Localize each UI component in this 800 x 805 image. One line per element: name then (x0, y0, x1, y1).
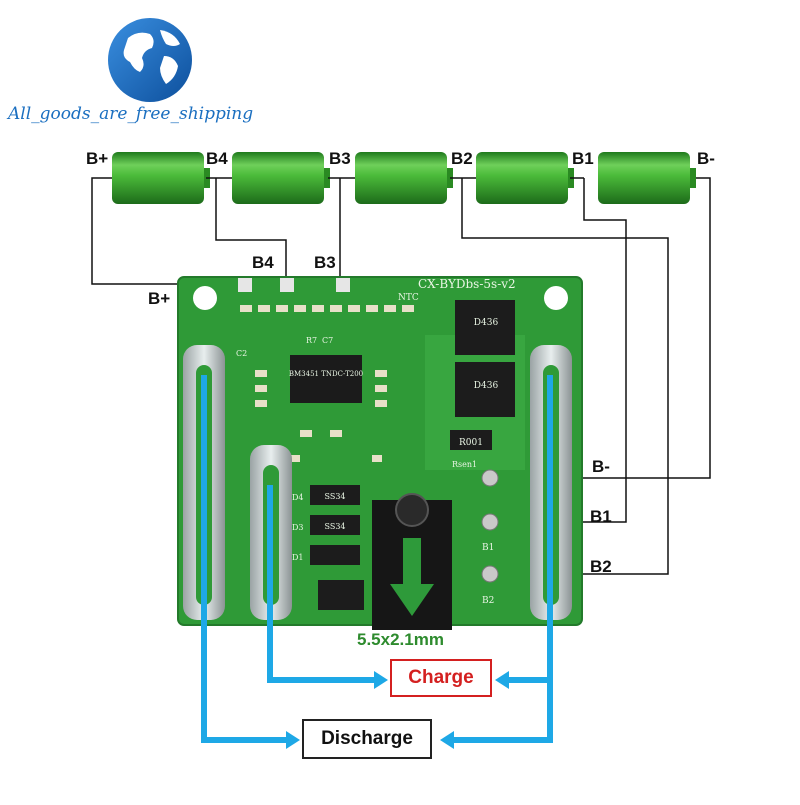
globe-logo (108, 18, 192, 102)
battery-label-b2: B2 (451, 149, 473, 168)
pad-b2-silk: B2 (482, 596, 494, 606)
mosfet-2-marking: D436 (474, 381, 499, 391)
balance-wires (91, 177, 711, 575)
charge-label-box: Charge (390, 659, 492, 697)
pad-label-b2: B2 (590, 557, 612, 576)
ntc-silk: NTC (398, 293, 419, 303)
c7-silk: C7 (322, 336, 333, 345)
rsen-silk: Rsen1 (452, 460, 477, 469)
board-label-b3: B3 (314, 253, 336, 272)
dc-jack-arrow (390, 538, 434, 616)
watermark-text: All_goods_are_free_shipping (8, 104, 254, 124)
d1-silk: D1 (292, 553, 304, 562)
battery-cell-2 (232, 152, 330, 204)
battery-label-b1: B1 (572, 149, 594, 168)
dc-jack-size-label: 5.5x2.1mm (357, 630, 444, 649)
board-name-silk: CX-BYDbs-5s-v2 (418, 277, 516, 291)
d4-silk: D4 (292, 493, 304, 502)
battery-label-bplus: B+ (86, 149, 109, 168)
d3-silk: D3 (292, 523, 304, 532)
pad-label-bminus: B- (592, 457, 610, 476)
board-label-b4: B4 (252, 253, 274, 272)
diode-marking: SS34 (325, 522, 346, 531)
mosfet-1-marking: D436 (474, 318, 499, 328)
pad-label-b1: B1 (590, 507, 612, 526)
battery-cell-3 (355, 152, 453, 204)
pcb-board: BM3451 TNDC-T200 D436 D436 R001 SS34 SS3… (177, 276, 583, 630)
battery-label-b4: B4 (206, 149, 228, 168)
pad-b1-silk: B1 (482, 543, 494, 553)
current-flow-lines (201, 375, 553, 743)
r7-silk: R7 (306, 336, 317, 345)
battery-pack (112, 152, 696, 204)
battery-cell-4 (476, 152, 574, 204)
discharge-label-box: Discharge (302, 719, 432, 759)
battery-label-bminus: B- (697, 149, 715, 168)
board-label-bplus: B+ (148, 289, 171, 308)
c2-silk: C2 (236, 349, 247, 358)
battery-label-b3: B3 (329, 149, 351, 168)
diode-marking: SS34 (325, 492, 346, 501)
flow-arrowheads (286, 671, 509, 749)
battery-cell-1 (112, 152, 210, 204)
battery-cell-5 (598, 152, 696, 204)
ic-marking: BM3451 TNDC-T200 (289, 370, 363, 378)
rsense-value: R001 (459, 438, 483, 448)
